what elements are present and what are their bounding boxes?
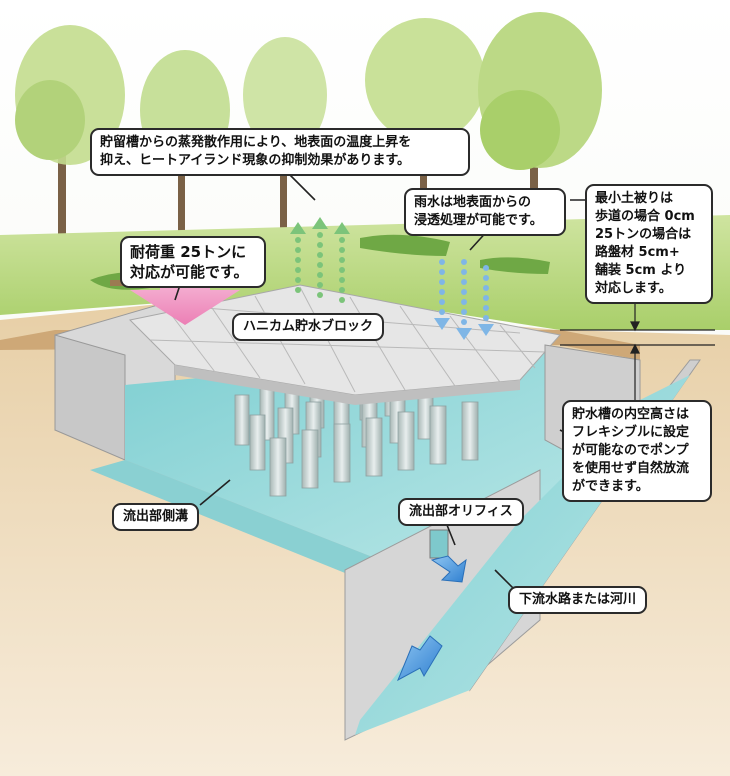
outflow-arrow-icon [397, 555, 467, 682]
cover-line-5: 舗装 5cm より [595, 263, 687, 278]
tank-height-line-4: を使用せず自然放流 [572, 461, 690, 476]
infiltration-callout: 雨水は地表面からの 浸透処理が可能です。 [404, 188, 566, 236]
side-ditch-text: 流出部側溝 [123, 509, 189, 524]
cover-line-4: 路盤材 5cm+ [595, 245, 680, 260]
load-line-2: 対応が可能です。 [130, 263, 249, 281]
tank-height-line-3: が可能なのでポンプ [572, 443, 689, 458]
tank-height-line-5: ができます。 [572, 479, 649, 494]
cover-line-3: 25トンの場合は [595, 227, 692, 242]
evaporation-line-1: 貯留槽からの蒸発散作用により、地表面の温度上昇を [100, 135, 412, 150]
tank-height-line-2: フレキシブルに設定 [572, 425, 690, 440]
evaporation-line-2: 抑え、ヒートアイランド現象の抑制効果があります。 [100, 153, 411, 168]
load-callout: 耐荷重 25トンに 対応が可能です。 [120, 236, 266, 288]
orifice [429, 529, 449, 559]
infiltration-line-1: 雨水は地表面からの [414, 195, 532, 210]
cover-line-1: 最小土被りは [595, 191, 674, 206]
evaporation-callout: 貯留槽からの蒸発散作用により、地表面の温度上昇を 抑え、ヒートアイランド現象の抑… [90, 128, 470, 176]
orifice-text: 流出部オリフィス [409, 504, 513, 519]
downstream-callout: 下流水路または河川 [508, 586, 648, 614]
evaporation-arrow-icon [290, 217, 350, 303]
downstream-text: 下流水路または河川 [519, 592, 637, 607]
infiltration-line-2: 浸透処理が可能です。 [414, 213, 543, 228]
side-ditch-water [90, 460, 380, 575]
block-label: ハニカム貯水ブロック [232, 313, 385, 341]
load-arrow-icon [130, 270, 240, 325]
hedge [90, 234, 550, 290]
tank-height-callout: 貯水槽の内空高さは フレキシブルに設定 が可能なのでポンプ を使用せず自然放流 … [562, 400, 712, 502]
tank-height-line-1: 貯水槽の内空高さは [572, 407, 690, 422]
rain-arrow-icon [434, 259, 494, 340]
load-line-1: 耐荷重 25トンに [130, 243, 247, 261]
orifice-callout: 流出部オリフィス [398, 498, 524, 526]
cover-line-6: 対応します。 [595, 281, 672, 296]
deck-front-edge [175, 365, 520, 405]
side-ditch-callout: 流出部側溝 [112, 503, 200, 531]
cover-line-2: 歩道の場合 0cm [595, 209, 695, 224]
block-label-text: ハニカム貯水ブロック [243, 319, 374, 334]
cover-callout: 最小土被りは 歩道の場合 0cm 25トンの場合は 路盤材 5cm+ 舗装 5c… [585, 184, 713, 304]
outflow-channel-wall-left [344, 469, 541, 741]
